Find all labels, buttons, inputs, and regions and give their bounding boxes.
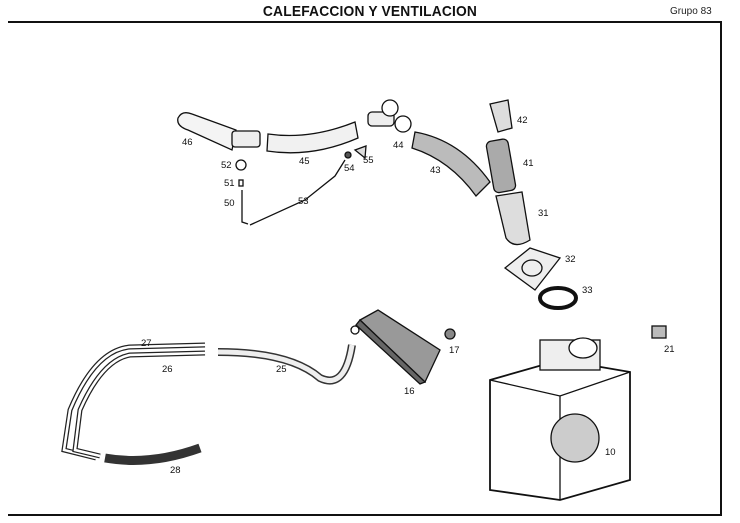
label-27: 27 xyxy=(141,338,152,349)
label-21: 21 xyxy=(664,344,675,355)
part-33-ring xyxy=(538,286,578,310)
label-16: 16 xyxy=(404,386,415,397)
label-45: 45 xyxy=(299,156,310,167)
label-53: 53 xyxy=(298,196,309,207)
part-28-hose xyxy=(104,443,202,465)
part-17-nut xyxy=(444,328,456,340)
label-32: 32 xyxy=(565,254,576,265)
part-21-switch xyxy=(651,325,667,339)
part-46-duct xyxy=(177,112,261,151)
part-50-rod xyxy=(241,190,249,225)
part-44-t-piece xyxy=(367,99,412,133)
part-55-cone xyxy=(353,145,367,160)
page-title: CALEFACCION Y VENTILACION xyxy=(262,3,478,20)
part-16-radiator xyxy=(350,309,441,385)
part-32-flange xyxy=(503,247,562,291)
label-41: 41 xyxy=(523,158,534,169)
label-25: 25 xyxy=(276,364,287,375)
label-50: 50 xyxy=(224,198,235,209)
label-54: 54 xyxy=(344,163,355,174)
part-51-bolt xyxy=(238,179,244,187)
part-26-pipe-inner xyxy=(73,351,206,458)
label-52: 52 xyxy=(221,160,232,171)
label-31: 31 xyxy=(538,208,549,219)
group-number: Grupo 83 xyxy=(670,6,712,17)
label-51: 51 xyxy=(224,178,235,189)
part-10-heater-box xyxy=(489,337,631,501)
part-52-cap xyxy=(235,159,247,171)
label-33: 33 xyxy=(582,285,593,296)
part-53-rod xyxy=(249,159,346,226)
part-27-pipe-inner xyxy=(62,343,206,460)
label-10: 10 xyxy=(605,447,616,458)
part-45-hose xyxy=(266,121,359,154)
label-46: 46 xyxy=(182,137,193,148)
part-42-nozzle xyxy=(489,99,513,133)
label-28: 28 xyxy=(170,465,181,476)
page-frame xyxy=(8,21,722,516)
part-54-nut xyxy=(344,151,352,159)
label-55: 55 xyxy=(363,155,374,166)
part-41-hose xyxy=(485,138,517,194)
label-42: 42 xyxy=(517,115,528,126)
label-43: 43 xyxy=(430,165,441,176)
label-44: 44 xyxy=(393,140,404,151)
label-26: 26 xyxy=(162,364,173,375)
part-43-hose xyxy=(411,131,491,197)
part-31-outlet xyxy=(495,191,531,246)
label-17: 17 xyxy=(449,345,460,356)
